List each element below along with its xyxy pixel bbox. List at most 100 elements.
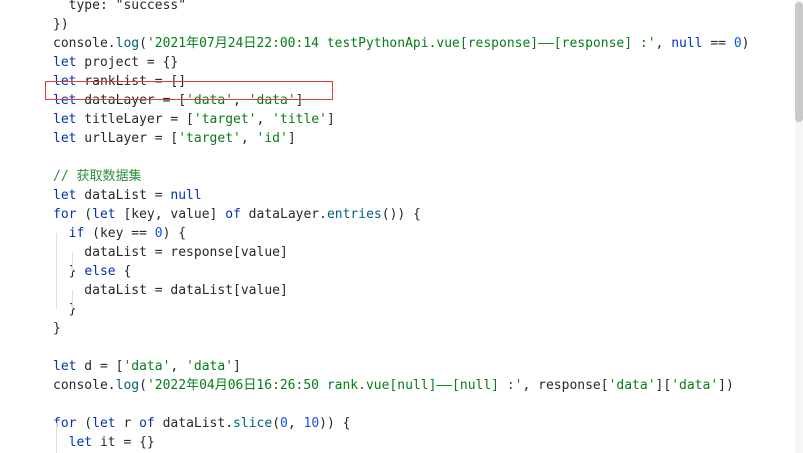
code-token: let: [53, 55, 77, 70]
code-token: 'data': [608, 378, 656, 393]
code-line[interactable]: console.log('2022年04月06日16:26:50 rank.vu…: [53, 376, 734, 395]
code-token: , response[: [522, 378, 609, 393]
code-line[interactable]: type: "success": [53, 0, 186, 15]
code-line[interactable]: console.log('2021年07月24日22:00:14 testPyt…: [53, 34, 749, 53]
code-token: for: [53, 416, 77, 431]
code-line[interactable]: let urlLayer = ['target', 'id']: [53, 129, 296, 148]
code-token: let: [92, 207, 116, 222]
code-token: ==: [702, 36, 734, 51]
code-token: ,: [170, 359, 187, 374]
code-token: of: [139, 416, 155, 431]
code-line[interactable]: let d = ['data', 'data']: [53, 357, 241, 376]
code-token: .: [107, 378, 116, 393]
code-line[interactable]: let dataList = null: [53, 186, 202, 205]
code-line[interactable]: for (let [key, value] of dataLayer.entri…: [53, 205, 421, 224]
code-token: ,: [233, 93, 249, 108]
code-line[interactable]: // 获取数据集: [53, 167, 141, 186]
code-token: ) {: [162, 226, 187, 241]
code-token: type: "success": [53, 0, 187, 13]
code-token: for: [53, 207, 77, 222]
code-line[interactable]: let dataLayer = ['data', 'data']: [53, 91, 303, 110]
code-line[interactable]: } else {: [53, 262, 132, 281]
code-token: [key, value]: [115, 207, 226, 222]
code-token: 'target': [193, 112, 257, 127]
code-line[interactable]: let titleLayer = ['target', 'title']: [53, 110, 335, 129]
indent-guide: [72, 290, 73, 309]
code-token: (: [139, 36, 147, 51]
code-token: log: [115, 36, 140, 51]
code-token: let: [92, 416, 116, 431]
code-token: 'data': [123, 359, 171, 374]
code-token: console: [53, 378, 108, 393]
code-token: }): [53, 17, 69, 32]
code-token: let: [68, 435, 93, 450]
code-token: ,: [240, 131, 257, 146]
code-token: (key ==: [84, 226, 155, 241]
code-token: null: [671, 36, 703, 51]
code-line[interactable]: }): [53, 15, 69, 34]
code-token: null: [170, 188, 202, 203]
code-token: // 获取数据集: [53, 169, 142, 184]
code-token: of: [225, 207, 241, 222]
code-line[interactable]: for (let r of dataList.slice(0, 10)) {: [53, 414, 350, 433]
code-token: 0: [154, 226, 163, 241]
indent-guide: [56, 423, 57, 453]
code-token: '2021年07月24日22:00:14 testPythonApi.vue[r…: [146, 36, 656, 51]
code-token: else: [84, 264, 116, 279]
code-line[interactable]: }: [53, 300, 77, 319]
code-token: ()) {: [381, 207, 421, 222]
code-token: ]: [326, 112, 335, 127]
scrollbar-thumb[interactable]: [795, 2, 803, 122]
code-token: log: [115, 378, 140, 393]
code-token: titleLayer = [: [76, 112, 194, 127]
code-token: (: [272, 416, 281, 431]
code-token: dataList = dataList[value]: [53, 283, 288, 298]
code-line[interactable]: }: [53, 319, 61, 338]
code-token: 'data': [186, 359, 234, 374]
code-token: console: [53, 36, 108, 51]
code-token: ): [741, 36, 750, 51]
code-token: 'data': [186, 93, 234, 108]
code-token: ]: [233, 359, 241, 374]
code-token: let: [53, 359, 77, 374]
code-token: {: [115, 264, 132, 279]
code-token: }: [53, 264, 85, 279]
indent-guide: [56, 233, 57, 309]
code-token: ,: [256, 112, 273, 127]
code-token: entries: [326, 207, 382, 222]
code-token: d = [: [76, 359, 124, 374]
code-token: ]): [718, 378, 734, 393]
code-token: ][: [655, 378, 672, 393]
code-token: dataList =: [76, 188, 171, 203]
code-token: (: [76, 416, 93, 431]
code-token: 'title': [272, 112, 327, 127]
code-token: let: [53, 188, 77, 203]
code-line[interactable]: let it = {}: [53, 433, 155, 452]
code-token: dataLayer = [: [76, 93, 187, 108]
code-token: let: [53, 93, 77, 108]
code-token: 'data': [671, 378, 719, 393]
code-token: '2022年04月06日16:26:50 rank.vue[null]——[nu…: [146, 378, 523, 393]
code-token: project = {}: [76, 55, 179, 70]
code-token: if: [68, 226, 85, 241]
code-token: it = {}: [92, 435, 155, 450]
code-line[interactable]: let project = {}: [53, 53, 178, 72]
code-token: )) {: [319, 416, 351, 431]
code-token: 10: [303, 416, 320, 431]
code-token: ]: [295, 93, 304, 108]
code-token: let: [53, 131, 77, 146]
code-token: dataList = response[value]: [53, 245, 288, 260]
code-token: (: [139, 378, 147, 393]
code-token: 'data': [248, 93, 296, 108]
code-line[interactable]: if (key == 0) {: [53, 224, 186, 243]
indent-guide: [72, 252, 73, 271]
code-line[interactable]: dataList = dataList[value]: [53, 281, 288, 300]
code-token: ,: [287, 416, 304, 431]
code-token: slice: [233, 416, 273, 431]
scrollbar-track[interactable]: [795, 0, 803, 453]
code-token: }: [53, 302, 77, 317]
code-line[interactable]: dataList = response[value]: [53, 243, 288, 262]
code-token: urlLayer = [: [76, 131, 179, 146]
code-token: ,: [655, 36, 672, 51]
